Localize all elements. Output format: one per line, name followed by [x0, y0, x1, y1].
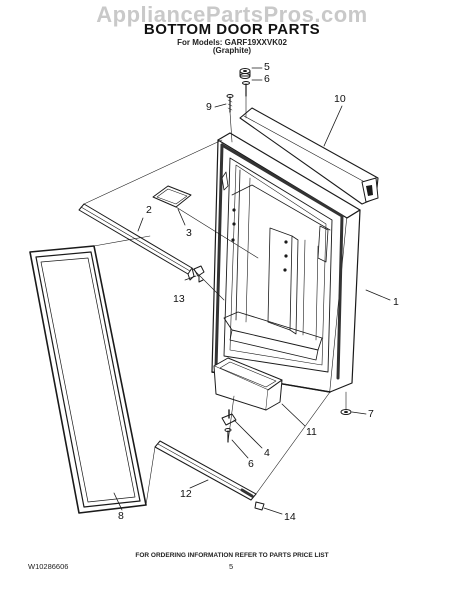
hinge-bushing [239, 68, 251, 79]
color-line: (Graphite) [212, 46, 252, 55]
leader-lines [113, 67, 391, 515]
document-number: W10286606 [28, 562, 69, 571]
upper-trim-strip [78, 203, 195, 281]
callout-8: 8 [118, 510, 124, 522]
top-door-trim [239, 107, 379, 205]
hinge-screw-top [242, 81, 250, 97]
callout-3: 3 [186, 227, 192, 239]
watermark: AppliancePartsPros.com [96, 2, 368, 27]
ordering-note: FOR ORDERING INFORMATION REFER TO PARTS … [135, 552, 329, 559]
page-title: BOTTOM DOOR PARTS [143, 21, 321, 38]
callout-6-top: 6 [264, 73, 270, 85]
callout-4: 4 [264, 447, 270, 459]
explode-lines [83, 95, 347, 506]
callout-14: 14 [284, 511, 296, 523]
door-cap [340, 409, 352, 415]
callout-12: 12 [180, 488, 192, 500]
cover-plate [152, 185, 192, 208]
door-bin [213, 357, 283, 411]
callout-1: 1 [393, 296, 399, 308]
stop-bracket [193, 265, 205, 283]
callout-2: 2 [146, 204, 152, 216]
page-number: 5 [229, 562, 234, 571]
top-screw [226, 94, 234, 113]
callout-11: 11 [306, 426, 317, 438]
callout-13: 13 [173, 293, 185, 305]
bottom-hinge-pin [221, 409, 237, 426]
models-line: For Models: GARF19XXVK02 [177, 38, 287, 47]
callout-7: 7 [368, 408, 374, 420]
callout-10: 10 [334, 93, 346, 105]
callout-9: 9 [206, 101, 212, 113]
callout-5: 5 [264, 61, 270, 73]
callout-6-bottom: 6 [248, 458, 254, 470]
door-gasket [29, 245, 147, 514]
lower-screw [254, 501, 265, 511]
